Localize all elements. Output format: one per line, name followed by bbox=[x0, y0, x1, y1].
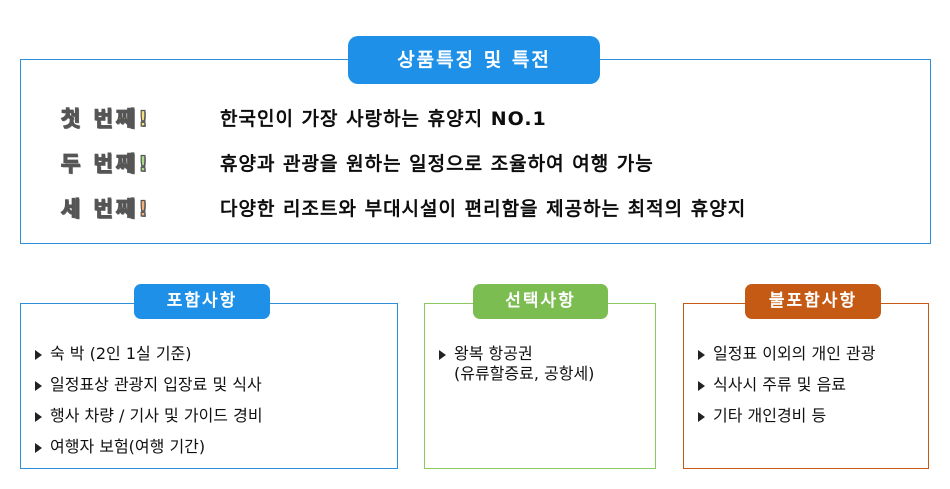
bullet-icon bbox=[35, 412, 42, 422]
feature-ordinal-3: 세 번째! bbox=[60, 196, 151, 221]
included-item-text: 행사 차량 / 기사 및 가이드 경비 bbox=[50, 406, 263, 425]
list-item: 일정표 이외의 개인 관광 bbox=[696, 338, 875, 369]
bullet-icon bbox=[698, 412, 705, 422]
included-panel: 숙 박 (2인 1실 기준) 일정표상 관광지 입장료 및 식사 행사 차량 /… bbox=[20, 303, 398, 469]
excluded-item-text: 기타 개인경비 등 bbox=[713, 406, 827, 425]
bullet-icon bbox=[35, 350, 42, 360]
bullet-icon bbox=[698, 381, 705, 391]
optional-title: 선택사항 bbox=[473, 284, 608, 319]
optional-item-note: (유류할증료, 공항세) bbox=[454, 364, 595, 383]
list-item: 일정표상 관광지 입장료 및 식사 bbox=[33, 369, 263, 400]
feature-row-3: 세 번째! 다양한 리조트와 부대시설이 편리함을 제공하는 최적의 휴양지 bbox=[21, 189, 930, 229]
optional-panel: 왕복 항공권(유류할증료, 공항세) bbox=[424, 303, 656, 469]
included-title: 포함사항 bbox=[134, 284, 270, 319]
feature-row-2: 두 번째! 휴양과 관광을 원하는 일정으로 조율하여 여행 가능 bbox=[21, 144, 930, 184]
included-item-text: 여행자 보험(여행 기간) bbox=[50, 437, 206, 456]
optional-item-text: 왕복 항공권 bbox=[454, 344, 533, 363]
feature-text-2: 휴양과 관광을 원하는 일정으로 조율하여 여행 가능 bbox=[220, 153, 654, 175]
list-item: 행사 차량 / 기사 및 가이드 경비 bbox=[33, 400, 263, 431]
excluded-title: 불포함사항 bbox=[745, 284, 881, 319]
optional-list: 왕복 항공권(유류할증료, 공항세) bbox=[437, 338, 594, 385]
excluded-panel: 일정표 이외의 개인 관광 식사시 주류 및 음료 기타 개인경비 등 bbox=[683, 303, 929, 469]
included-item-text: 일정표상 관광지 입장료 및 식사 bbox=[50, 375, 262, 394]
list-item: 기타 개인경비 등 bbox=[696, 400, 875, 431]
excluded-list: 일정표 이외의 개인 관광 식사시 주류 및 음료 기타 개인경비 등 bbox=[696, 338, 875, 431]
bullet-icon bbox=[35, 443, 42, 453]
features-panel: 첫 번째! 한국인이 가장 사랑하는 휴양지 NO.1 두 번째! 휴양과 관광… bbox=[20, 59, 931, 244]
bullet-icon bbox=[698, 350, 705, 360]
feature-text-1: 한국인이 가장 사랑하는 휴양지 NO.1 bbox=[220, 108, 547, 130]
excluded-item-text: 식사시 주류 및 음료 bbox=[713, 375, 847, 394]
list-item: 식사시 주류 및 음료 bbox=[696, 369, 875, 400]
list-item: 왕복 항공권(유류할증료, 공항세) bbox=[437, 338, 594, 385]
feature-ordinal-1: 첫 번째! bbox=[60, 106, 151, 131]
feature-text-3: 다양한 리조트와 부대시설이 편리함을 제공하는 최적의 휴양지 bbox=[220, 198, 747, 220]
list-item: 숙 박 (2인 1실 기준) bbox=[33, 338, 263, 369]
bullet-icon bbox=[439, 350, 446, 360]
included-list: 숙 박 (2인 1실 기준) 일정표상 관광지 입장료 및 식사 행사 차량 /… bbox=[33, 338, 263, 462]
list-item: 여행자 보험(여행 기간) bbox=[33, 431, 263, 462]
bullet-icon bbox=[35, 381, 42, 391]
feature-ordinal-2: 두 번째! bbox=[60, 151, 151, 176]
excluded-item-text: 일정표 이외의 개인 관광 bbox=[713, 344, 876, 363]
feature-row-1: 첫 번째! 한국인이 가장 사랑하는 휴양지 NO.1 bbox=[21, 99, 930, 139]
features-title: 상품특징 및 특전 bbox=[348, 36, 600, 84]
included-item-text: 숙 박 (2인 1실 기준) bbox=[50, 344, 192, 363]
